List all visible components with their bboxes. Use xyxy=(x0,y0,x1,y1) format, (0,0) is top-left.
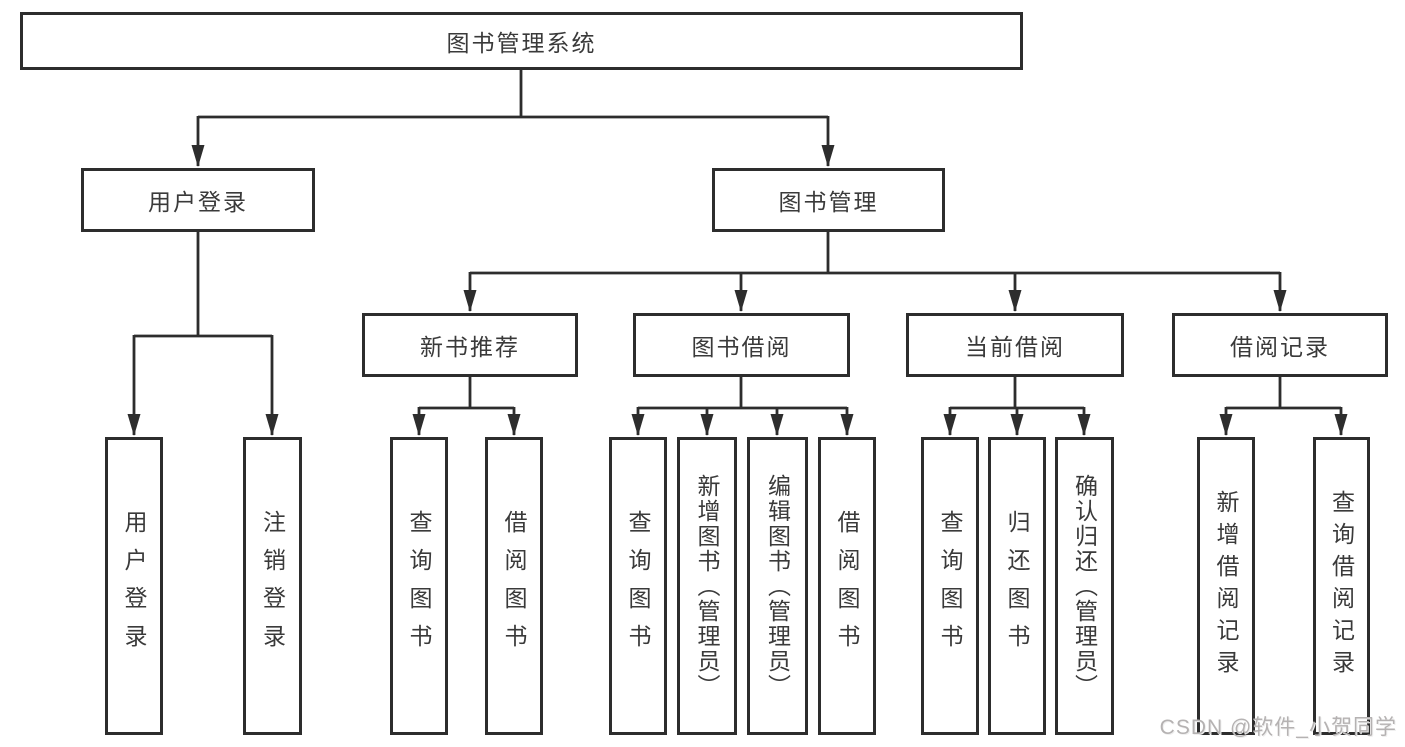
leaf-query-books-borrow: 查询图书 xyxy=(609,437,667,735)
leaf-logout: 注销登录 xyxy=(243,437,302,735)
node-book-management: 图书管理 xyxy=(712,168,945,232)
node-borrow-records: 借阅记录 xyxy=(1172,313,1388,377)
connector-borrow-records xyxy=(1219,377,1348,436)
leaf-confirm-return-admin: 确认归还（管理员） xyxy=(1055,437,1114,735)
leaf-query-books-recommend: 查询图书 xyxy=(390,437,448,735)
connector-user-login xyxy=(127,232,279,436)
node-current-borrow: 当前借阅 xyxy=(906,313,1124,377)
leaf-return-books: 归还图书 xyxy=(988,437,1046,735)
leaf-query-books-current: 查询图书 xyxy=(921,437,979,735)
connector-book-borrow xyxy=(631,377,854,436)
node-system-title: 图书管理系统 xyxy=(20,12,1023,70)
connector-current-borrow xyxy=(943,377,1091,436)
leaf-borrow-books-recommend: 借阅图书 xyxy=(485,437,543,735)
leaf-query-borrow-record: 查询借阅记录 xyxy=(1313,437,1370,735)
leaf-user-login: 用户登录 xyxy=(105,437,163,735)
connector-new-book-recommend xyxy=(412,377,521,436)
leaf-add-book-admin: 新增图书（管理员） xyxy=(677,437,737,735)
leaf-edit-book-admin: 编辑图书（管理员） xyxy=(747,437,808,735)
connector-root xyxy=(191,70,835,167)
node-user-login: 用户登录 xyxy=(81,168,315,232)
csdn-watermark: CSDN @软件_小贺同学 xyxy=(1159,716,1397,739)
leaf-borrow-books: 借阅图书 xyxy=(818,437,876,735)
leaf-add-borrow-record: 新增借阅记录 xyxy=(1197,437,1255,735)
connector-book-mgmt xyxy=(463,232,1287,312)
node-new-book-recommend: 新书推荐 xyxy=(362,313,578,377)
node-book-borrow: 图书借阅 xyxy=(633,313,850,377)
